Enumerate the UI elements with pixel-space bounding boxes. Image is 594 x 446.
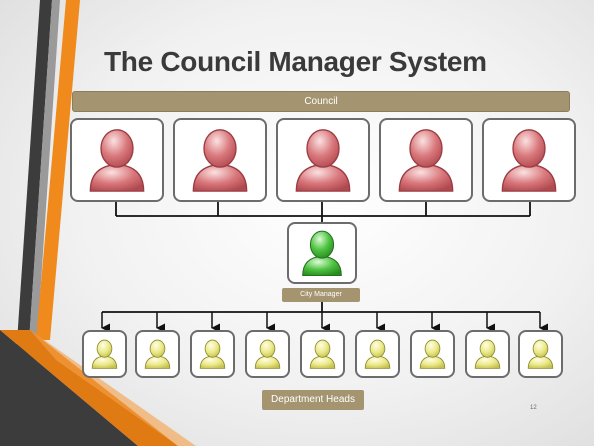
council-member-card [379, 118, 473, 202]
council-member-card [276, 118, 370, 202]
page-number: 12 [530, 405, 537, 411]
department-head-card [518, 330, 563, 378]
department-head-card [410, 330, 455, 378]
person-icon [309, 339, 336, 369]
person-icon [199, 339, 226, 369]
department-head-card [245, 330, 290, 378]
person-icon [501, 129, 557, 192]
department-head-card [300, 330, 345, 378]
department-head-card [135, 330, 180, 378]
person-icon [364, 339, 391, 369]
person-icon [302, 230, 342, 277]
department-heads-label: Department Heads [262, 390, 364, 410]
person-icon [192, 129, 248, 192]
council-member-card [70, 118, 164, 202]
council-label: Council [72, 91, 570, 112]
city-manager-card [287, 222, 357, 284]
city-manager-label: City Manager [282, 288, 360, 302]
department-head-card [355, 330, 400, 378]
person-icon [527, 339, 554, 369]
person-icon [91, 339, 118, 369]
council-member-card [173, 118, 267, 202]
slide-title: The Council Manager System [104, 46, 487, 77]
department-head-card [82, 330, 127, 378]
person-icon [474, 339, 501, 369]
person-icon [144, 339, 171, 369]
department-head-card [190, 330, 235, 378]
person-icon [419, 339, 446, 369]
person-icon [295, 129, 351, 192]
department-head-card [465, 330, 510, 378]
person-icon [89, 129, 145, 192]
person-icon [254, 339, 281, 369]
person-icon [398, 129, 454, 192]
council-member-card [482, 118, 576, 202]
